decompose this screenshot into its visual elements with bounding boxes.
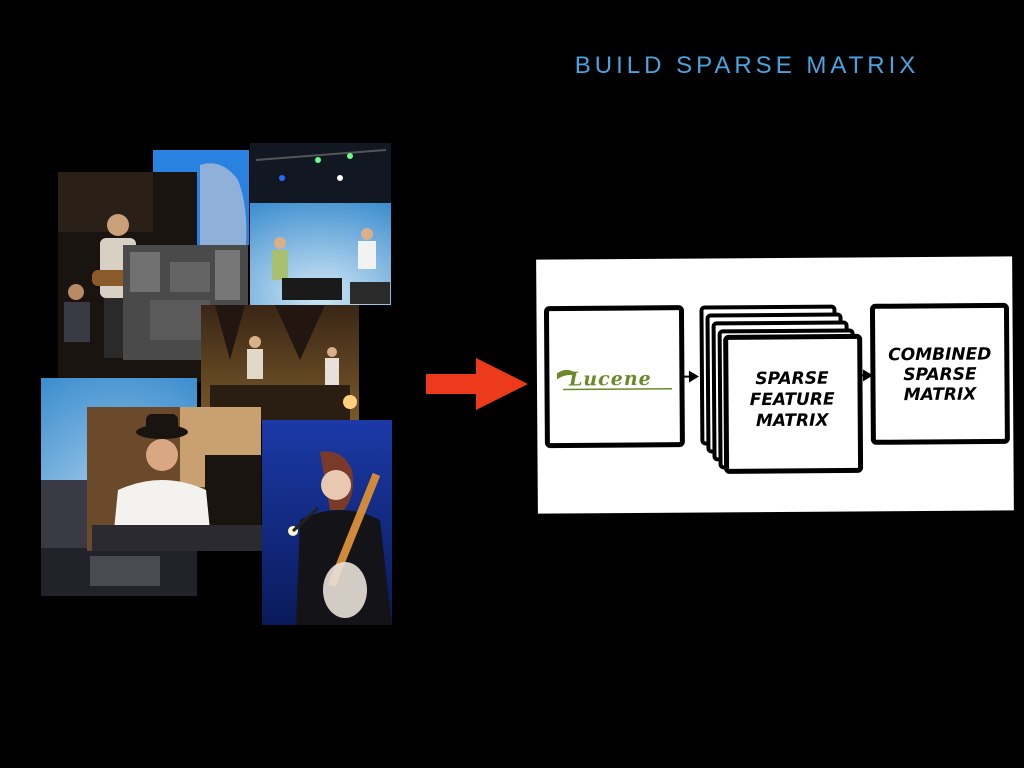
lucene-logo-text: Lucene	[568, 368, 652, 391]
pipeline-diagram: Lucene SPARSE FEATURE MATRIX	[536, 256, 1014, 514]
arrow-connector-1	[681, 370, 699, 383]
photo-projection	[123, 245, 248, 360]
stack-label-line-3: MATRIX	[756, 411, 830, 432]
photo-blue-hair	[153, 150, 249, 245]
combined-sparse-matrix-box: COMBINED SPARSE MATRIX	[869, 302, 1010, 445]
combined-label-line-2: SPARSE	[903, 365, 977, 386]
photo-woman-guitarist	[262, 420, 392, 625]
arrow-connector-2	[859, 369, 873, 382]
lucene-logo: Lucene	[556, 368, 673, 391]
sparse-feature-matrix-stack: SPARSE FEATURE MATRIX	[699, 304, 864, 474]
combined-label-line-1: COMBINED	[888, 344, 991, 365]
photo-man-with-hat	[87, 407, 262, 551]
concert-photo-collage	[41, 143, 392, 625]
lucene-box: Lucene	[543, 305, 685, 449]
stack-label-line-1: SPARSE	[755, 369, 829, 390]
slide-title: BUILD SPARSE MATRIX	[574, 52, 920, 79]
photo-festival-stage	[250, 143, 391, 305]
red-arrow-icon	[426, 358, 528, 410]
combined-label-line-3: MATRIX	[904, 385, 978, 406]
photo-church-stage	[201, 305, 359, 421]
stack-label-line-2: FEATURE	[750, 390, 835, 411]
